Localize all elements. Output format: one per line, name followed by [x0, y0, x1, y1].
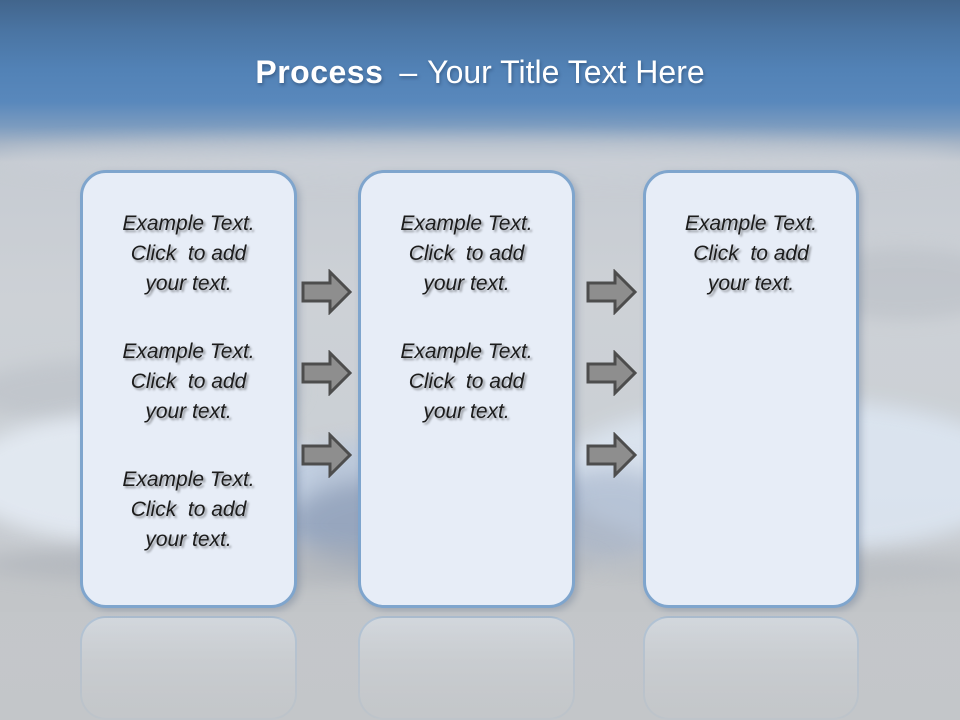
text-placeholder[interactable]: Example Text. Click to add your text.	[684, 212, 818, 295]
title-emphasis: Process	[255, 54, 384, 90]
text-placeholder[interactable]: Example Text. Click to add your text.	[122, 340, 255, 423]
right-arrow-icon	[301, 269, 353, 315]
title-separator: –	[399, 54, 418, 90]
right-arrow-icon	[301, 350, 353, 396]
process-box-step-1[interactable]: Example Text. Click to add your text. Ex…	[80, 170, 297, 608]
box-reflection	[80, 616, 297, 720]
text-placeholder[interactable]: Example Text. Click to add your text.	[122, 468, 255, 551]
slide-title[interactable]: Process–Your Title Text Here	[0, 52, 960, 92]
text-placeholder[interactable]: Example Text. Click to add your text.	[400, 340, 533, 423]
title-rest: Your Title Text Here	[427, 54, 705, 90]
text-placeholder[interactable]: Example Text. Click to add your text.	[400, 212, 533, 295]
right-arrow-icon	[586, 269, 638, 315]
right-arrow-icon	[586, 432, 638, 478]
right-arrow-icon	[586, 350, 638, 396]
box-reflection	[643, 616, 859, 720]
process-box-step-3[interactable]: Example Text. Click to add your text.	[643, 170, 859, 608]
text-placeholder[interactable]: Example Text. Click to add your text.	[122, 212, 255, 295]
process-box-step-2[interactable]: Example Text. Click to add your text. Ex…	[358, 170, 575, 608]
box-reflection	[358, 616, 575, 720]
right-arrow-icon	[301, 432, 353, 478]
